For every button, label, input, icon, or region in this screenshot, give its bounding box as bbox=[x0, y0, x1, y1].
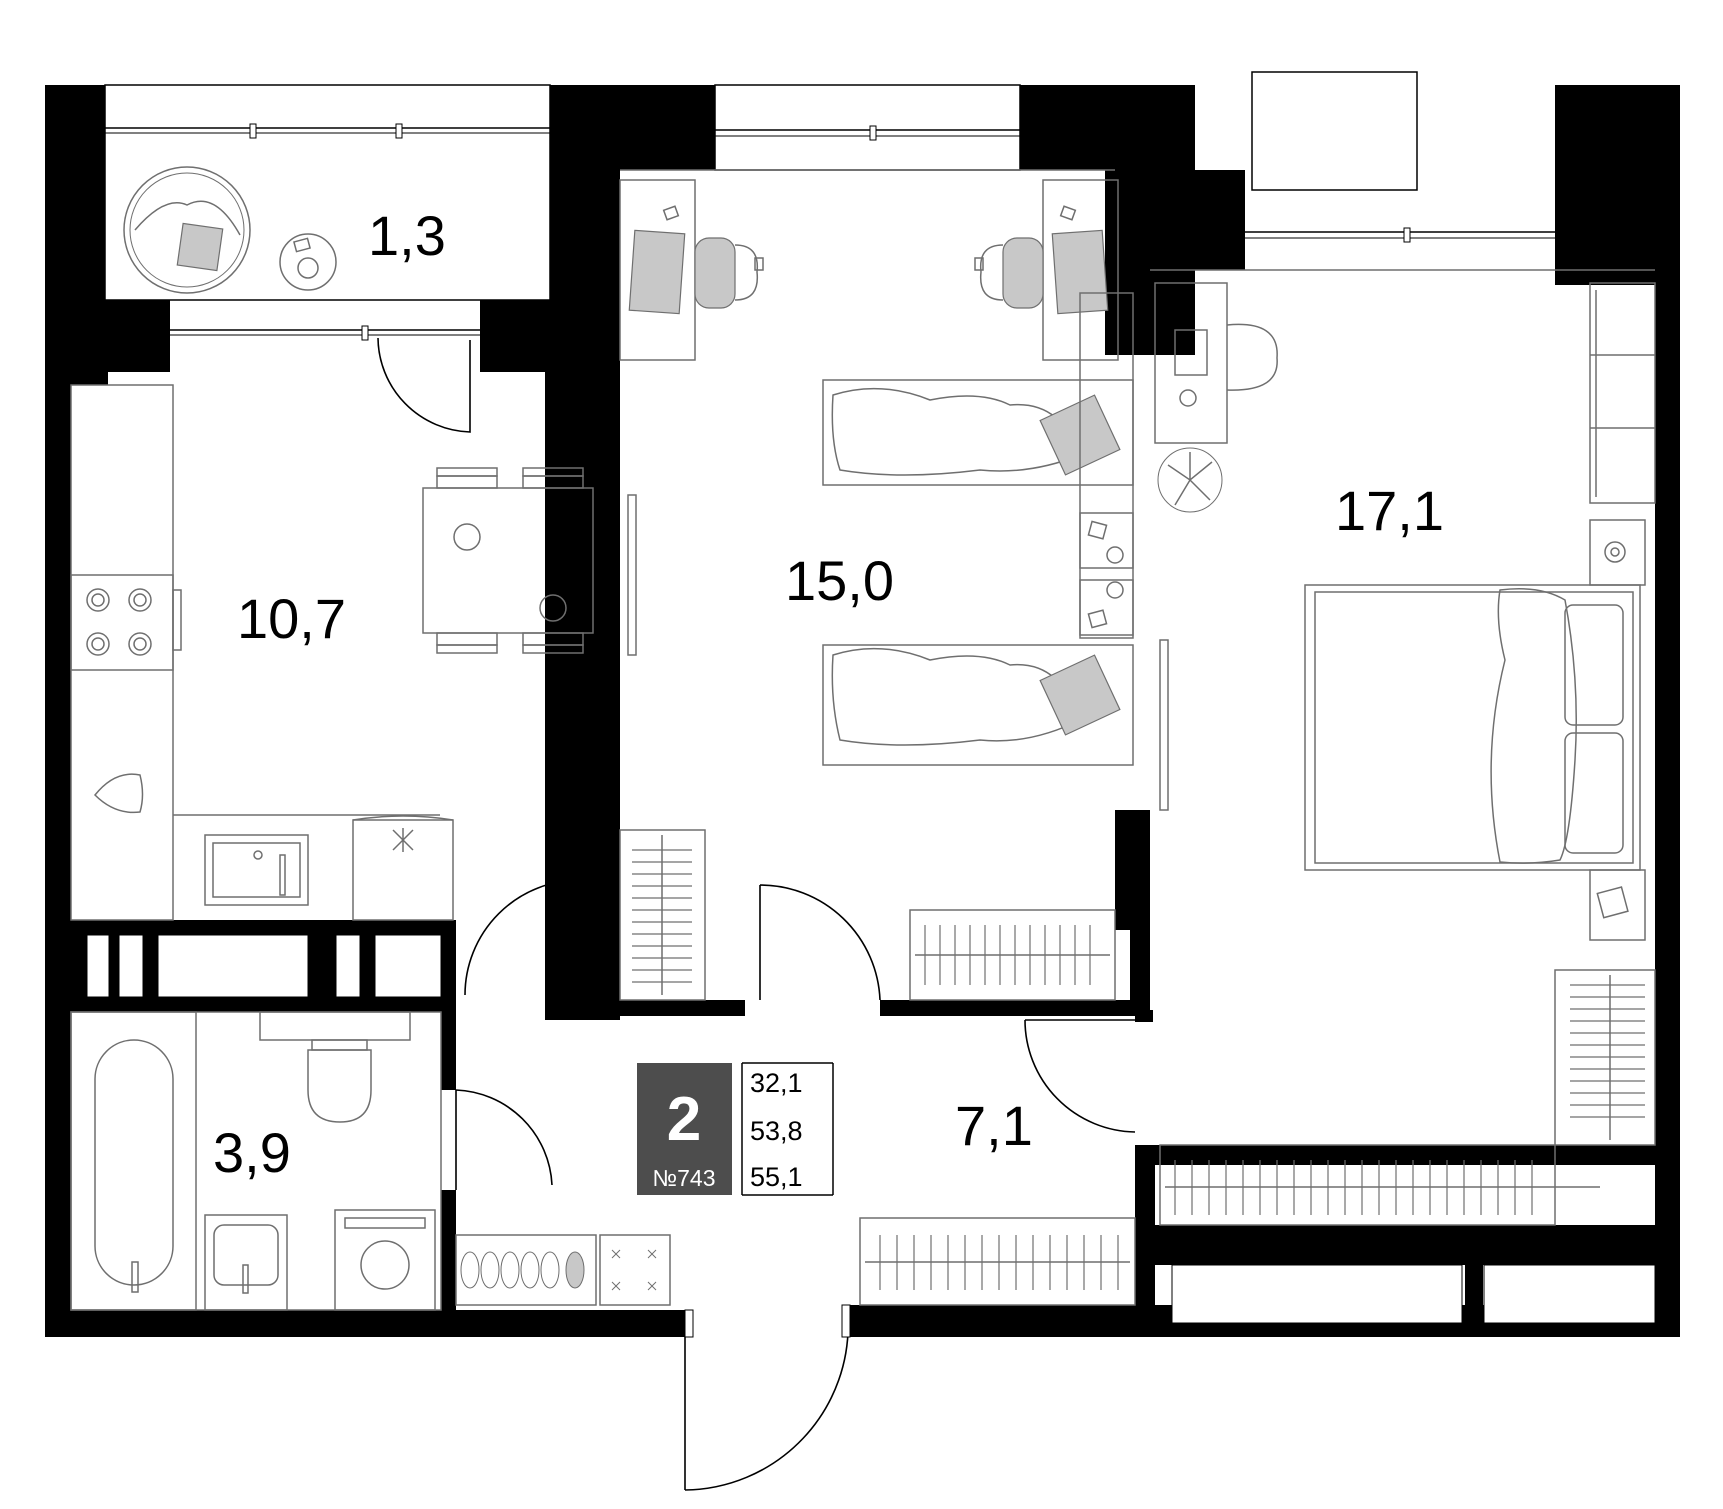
bathroom-area-label: 3,9 bbox=[213, 1121, 291, 1184]
balcony-area-label: 1,3 bbox=[368, 204, 446, 267]
bedroom-area-label: 17,1 bbox=[1335, 479, 1444, 542]
kitchen-area-label: 10,7 bbox=[237, 587, 346, 650]
kitchen-furniture bbox=[70, 337, 594, 921]
total-area-with-balcony: 55,1 bbox=[750, 1162, 803, 1192]
hall-area-label: 7,1 bbox=[955, 1094, 1033, 1157]
kids-room-furniture bbox=[619, 169, 1134, 1001]
hall-furniture bbox=[455, 879, 1136, 1491]
side-table-icon bbox=[279, 233, 337, 291]
bedroom-furniture bbox=[1024, 269, 1656, 1226]
living-area: 32,1 bbox=[750, 1068, 803, 1098]
balcony bbox=[104, 84, 551, 341]
kids-room-area-label: 15,0 bbox=[785, 549, 894, 612]
storage-strip bbox=[86, 934, 1656, 1324]
egg-chair-icon bbox=[123, 166, 251, 294]
bathroom-furniture bbox=[70, 1011, 553, 1311]
window-bedroom bbox=[1245, 71, 1570, 243]
room-count-box bbox=[637, 1063, 732, 1160]
total-area: 53,8 bbox=[750, 1116, 803, 1146]
room-count: 2 bbox=[667, 1085, 701, 1154]
apartment-number-box bbox=[637, 1160, 732, 1195]
apartment-number: №743 bbox=[652, 1165, 715, 1191]
apartment-badge: 2 №743 32,1 53,8 55,1 bbox=[637, 1062, 834, 1196]
plant-icon bbox=[1157, 447, 1223, 513]
window-kids-room bbox=[714, 84, 1021, 171]
